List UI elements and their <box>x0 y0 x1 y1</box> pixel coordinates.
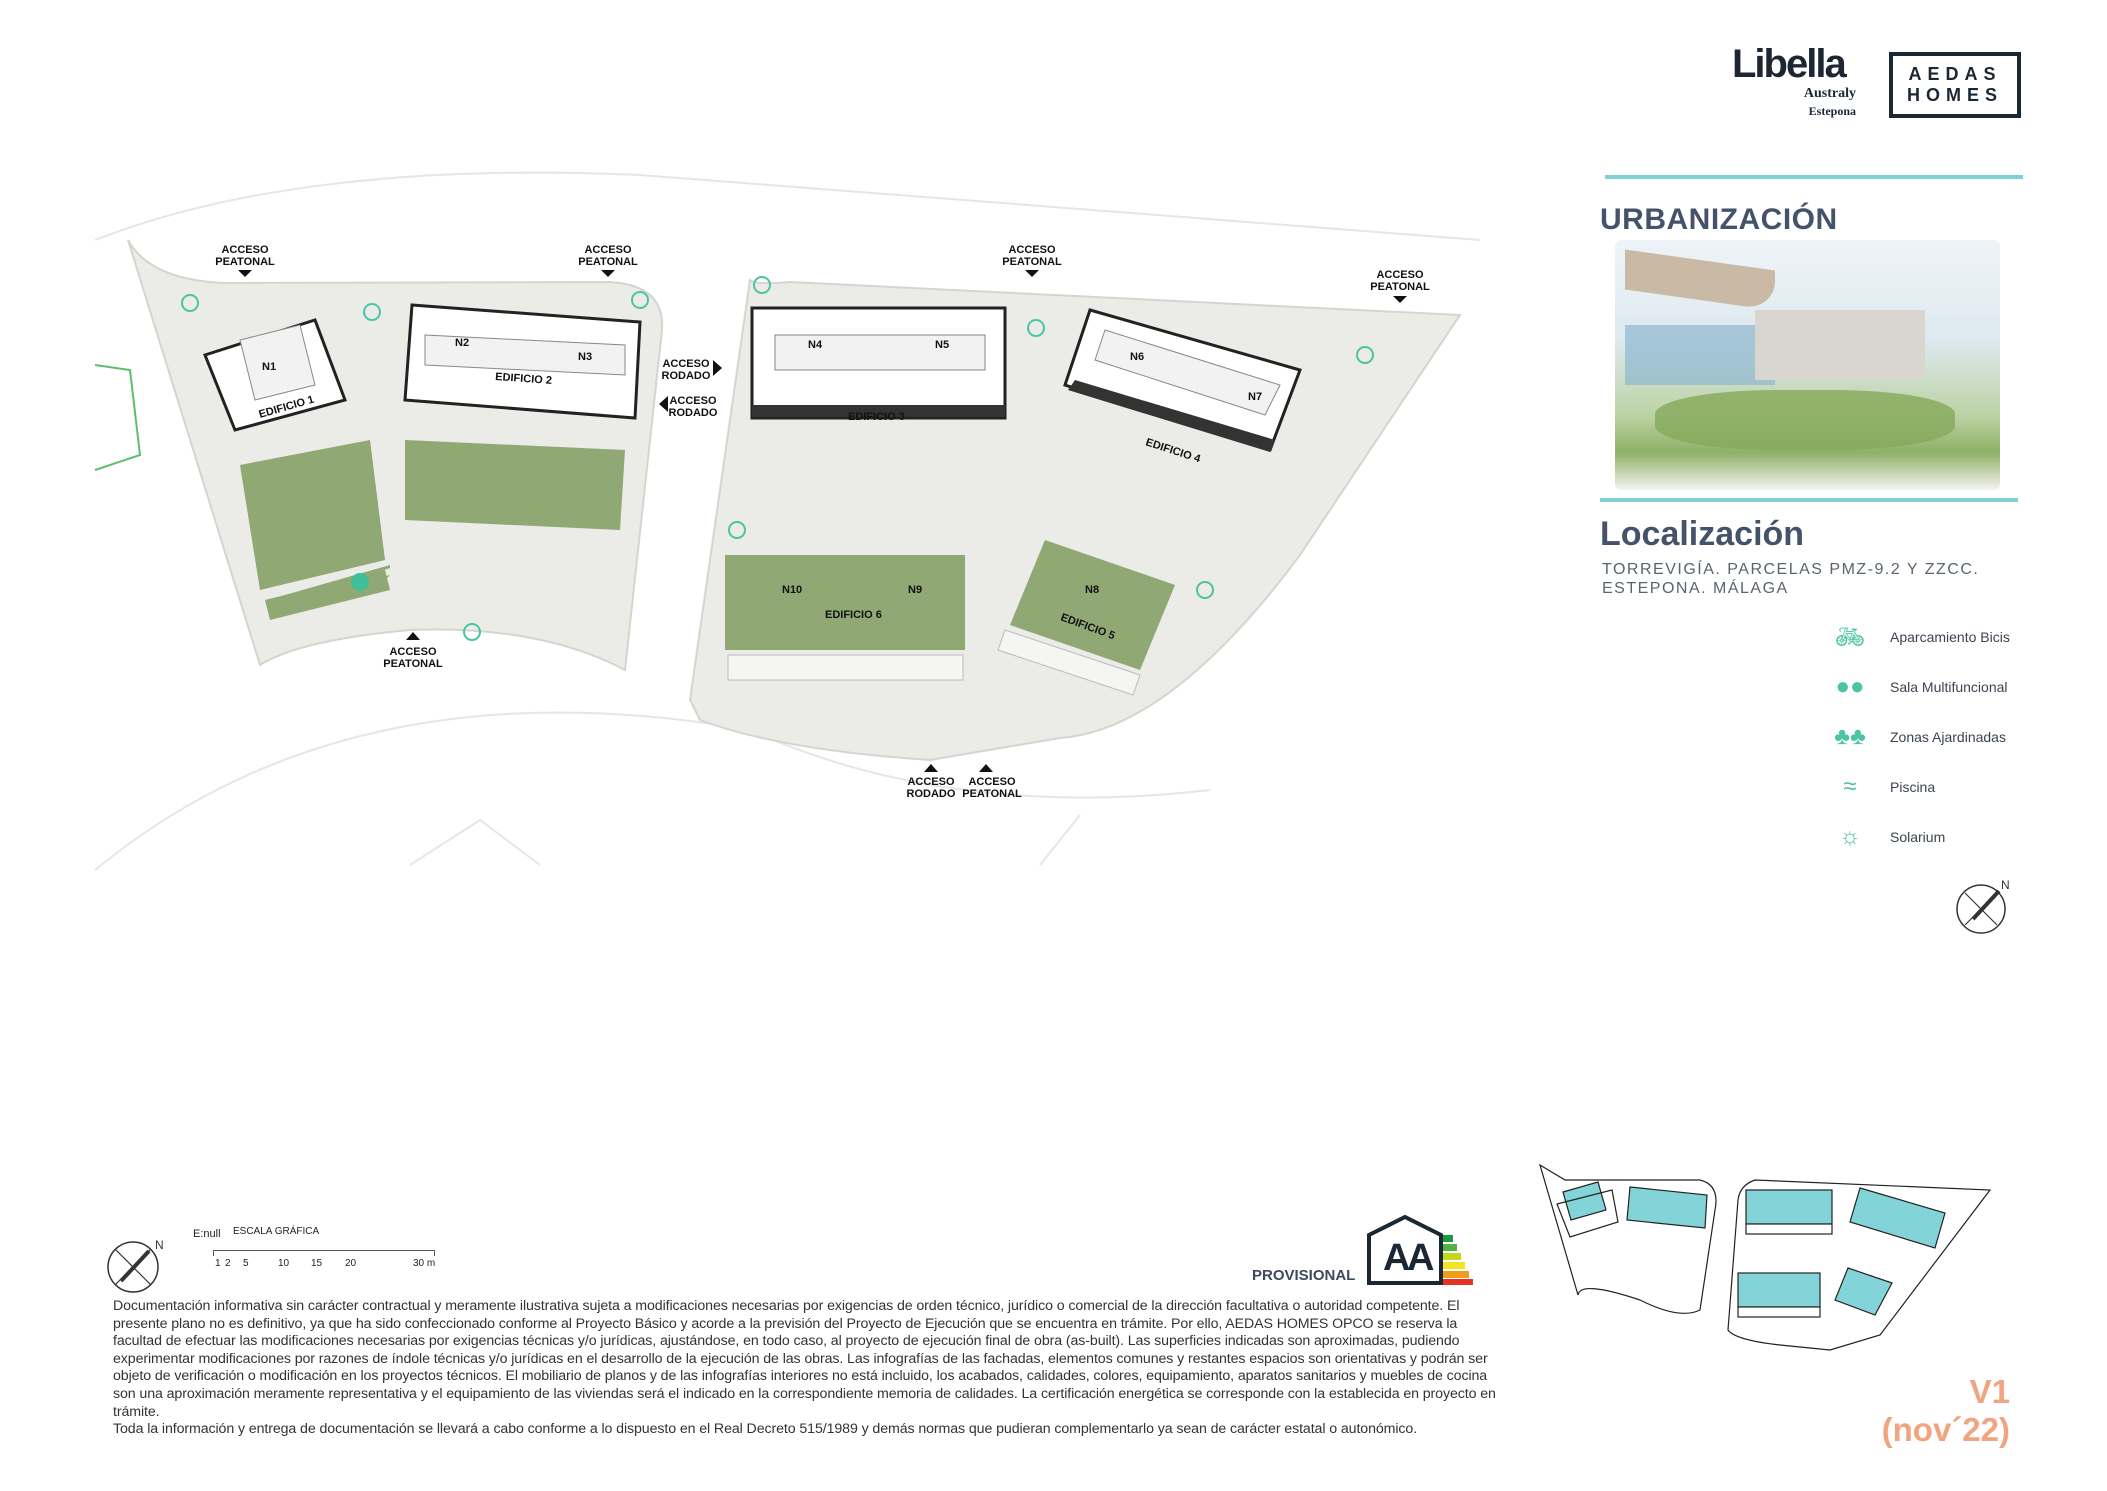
scale-tick: 1 <box>215 1258 221 1269</box>
trees-icon <box>181 276 1374 641</box>
swimmer-icon: ≈ <box>1843 773 1857 800</box>
legend-label: Zonas Ajardinadas <box>1890 729 2006 745</box>
svg-text:ACCESO: ACCESO <box>662 358 710 370</box>
bicycle-parking-icon: 🚲︎ <box>1834 623 1866 651</box>
divider <box>1600 498 2018 502</box>
core-n6: N6 <box>1130 351 1144 363</box>
svg-text:PEATONAL: PEATONAL <box>1002 256 1062 268</box>
legal-paragraph: Documentación informativa sin carácter c… <box>113 1298 1496 1420</box>
scale-tick: 5 <box>243 1258 249 1269</box>
section-title: URBANIZACIÓN <box>1600 203 1838 236</box>
svg-text:N: N <box>2001 878 2010 892</box>
label-edificio-2: EDIFICIO 2 <box>495 371 553 387</box>
svg-text:ACCESO: ACCESO <box>968 776 1016 788</box>
scale-tick: 20 <box>345 1258 357 1269</box>
svg-text:N: N <box>155 1238 164 1252</box>
legend-label: Sala Multifuncional <box>1890 679 2008 695</box>
legend-item: 🚲︎ Aparcamiento Bicis <box>1825 617 2010 657</box>
core-n7: N7 <box>1248 391 1262 403</box>
project-logo: Libella <box>1732 42 1847 86</box>
address: TORREVIGÍA. PARCELAS PMZ-9.2 Y ZZCC. EST… <box>1602 560 1979 598</box>
legend-label: Solarium <box>1890 829 1946 845</box>
svg-text:PEATONAL: PEATONAL <box>1370 281 1430 293</box>
legend-item: ♣♣ Zonas Ajardinadas <box>1825 717 2006 757</box>
svg-text:ACCESO: ACCESO <box>389 646 437 658</box>
core-n1: N1 <box>262 361 276 373</box>
scale-prefix: E:null <box>193 1228 221 1240</box>
legend-item: ●● Sala Multifuncional <box>1825 667 2008 707</box>
svg-text:PEATONAL: PEATONAL <box>962 788 1022 800</box>
scale-ticks: 1 2 5 10 15 20 30 m <box>213 1258 453 1270</box>
energy-rating: A <box>1383 1237 1411 1279</box>
north-arrow-icon: N <box>1956 878 2010 934</box>
scale-title: ESCALA GRÁFICA <box>233 1226 320 1237</box>
energy-rating: A <box>1407 1237 1435 1279</box>
project-logo-sub: Australy <box>1803 86 1856 101</box>
scale-tick: 10 <box>278 1258 290 1269</box>
label-edificio-3: EDIFICIO 3 <box>848 411 905 423</box>
label-edificio-6: EDIFICIO 6 <box>825 609 882 621</box>
legend-item: ☼ Solarium <box>1825 817 1945 857</box>
energy-status: PROVISIONAL <box>1252 1267 1356 1284</box>
address-line: TORREVIGÍA. PARCELAS PMZ-9.2 Y ZZCC. <box>1602 561 1980 578</box>
minimap <box>1538 1163 1992 1351</box>
svg-text:PEATONAL: PEATONAL <box>383 658 443 670</box>
legend-label: Aparcamiento Bicis <box>1890 629 2010 645</box>
core-n3: N3 <box>578 351 592 363</box>
svg-text:PEATONAL: PEATONAL <box>578 256 638 268</box>
rendering-image <box>1615 240 2000 490</box>
location-title: Localización <box>1600 515 1805 553</box>
people-group-icon <box>351 573 369 591</box>
scale-tick: 2 <box>225 1258 231 1269</box>
svg-text:ACCESO: ACCESO <box>584 244 632 256</box>
project-logo-city: Estepona <box>1808 104 1856 118</box>
version-date: (nov´22) <box>1881 1411 2010 1448</box>
north-arrow-icon: N <box>107 1238 164 1293</box>
scale-bar <box>213 1250 435 1256</box>
svg-text:ACCESO: ACCESO <box>907 776 955 788</box>
scale-tick: 15 <box>311 1258 323 1269</box>
svg-text:ACCESO: ACCESO <box>669 395 717 407</box>
legend-label: Piscina <box>1890 779 1936 795</box>
core-n10: N10 <box>782 584 802 596</box>
svg-text:RODADO: RODADO <box>669 407 718 419</box>
developer-logo-line1: AEDAS <box>1908 64 2002 84</box>
legend-item: ≈ Piscina <box>1825 767 1935 807</box>
svg-text:ACCESO: ACCESO <box>1008 244 1056 256</box>
core-n8: N8 <box>1085 584 1099 596</box>
developer-logo: AEDAS HOMES <box>1889 52 2021 118</box>
version: V1 <box>1969 1373 2010 1410</box>
scale-tick: 30 m <box>413 1258 436 1269</box>
svg-text:ACCESO: ACCESO <box>221 244 269 256</box>
svg-text:PEATONAL: PEATONAL <box>215 256 275 268</box>
core-n2: N2 <box>455 337 469 349</box>
sun-lounger-icon: ☼ <box>1839 823 1861 850</box>
people-group-icon: ●● <box>1835 673 1865 700</box>
trees-icon: ♣♣ <box>1834 723 1866 750</box>
legal-paragraph: Toda la información y entrega de documen… <box>113 1421 1418 1438</box>
core-n4: N4 <box>808 339 823 351</box>
svg-text:RODADO: RODADO <box>662 370 711 382</box>
legal-disclaimer: Documentación informativa sin carácter c… <box>113 1298 1508 1439</box>
svg-text:RODADO: RODADO <box>907 788 956 800</box>
core-n5: N5 <box>935 339 949 351</box>
developer-logo-line2: HOMES <box>1906 85 2003 105</box>
core-n9: N9 <box>908 584 922 596</box>
svg-text:ACCESO: ACCESO <box>1376 269 1424 281</box>
address-line: ESTEPONA. MÁLAGA <box>1602 580 1789 597</box>
divider <box>1605 175 2023 179</box>
energy-label: A A <box>1365 1213 1477 1285</box>
